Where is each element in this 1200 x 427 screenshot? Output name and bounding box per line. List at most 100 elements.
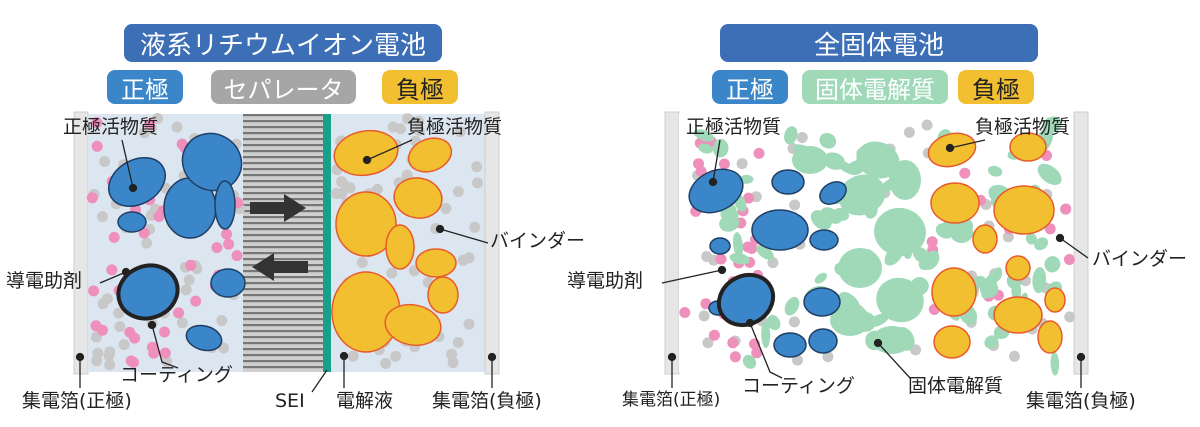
cathode-active-particle <box>214 180 236 230</box>
binder-particle <box>402 113 414 125</box>
cathode-active-particle <box>688 168 744 214</box>
liquid-label-coating: コーティング <box>120 364 233 386</box>
solid-electrolyte-particle <box>819 133 837 149</box>
binder-particle <box>767 257 779 269</box>
conductive-particle <box>148 347 160 359</box>
binder-particle <box>180 284 192 296</box>
solid-electrolyte-particle <box>1032 267 1047 294</box>
solid-electrolyte-particle <box>1044 256 1061 273</box>
sei-layer <box>323 114 331 372</box>
collector-foil-cathode-right <box>664 111 680 375</box>
ion-arrow-left <box>252 253 308 281</box>
liquid-label-collector-cathode: 集電箔(正極) <box>22 390 132 412</box>
conductive-particle <box>91 117 103 129</box>
binder-particle <box>413 115 425 127</box>
conductive-particle <box>959 167 971 179</box>
solid-electrolyte-particle <box>742 354 757 369</box>
anode-active-particle <box>333 129 399 177</box>
solid-electrolyte-particle <box>784 296 800 316</box>
binder-particle <box>413 124 425 136</box>
anode-active-particle <box>1005 255 1031 281</box>
anode-active-particle <box>393 177 443 219</box>
liquid-tag-separator: セパレータ <box>211 70 356 104</box>
anode-active-particle <box>993 185 1055 235</box>
binder-particle <box>183 274 195 286</box>
binder-particle <box>336 188 348 200</box>
solid-electrolyte-particle <box>784 126 798 145</box>
binder-particle <box>99 156 111 167</box>
binder-particle <box>463 318 475 330</box>
anode-active-particle <box>972 224 998 254</box>
solid-electrolyte-particle <box>1050 351 1060 376</box>
solid-electrolyte-particle <box>792 146 828 174</box>
binder-particle <box>152 113 164 124</box>
liquid-tag-cathode: 正極 <box>107 70 183 104</box>
separator-block <box>243 114 323 372</box>
binder-particle <box>347 350 359 362</box>
cathode-active-particle <box>117 211 147 233</box>
solid-label-binder: バインダー <box>1092 248 1188 270</box>
anode-active-particle <box>385 224 415 270</box>
conductive-particle <box>223 238 235 250</box>
binder-particle <box>452 186 464 198</box>
binder-particle <box>114 321 126 332</box>
anode-active-particle <box>335 191 397 257</box>
conductive-particle <box>729 351 741 363</box>
solid-particles <box>679 116 1076 376</box>
conductive-particle <box>108 231 120 243</box>
liquid-label-anode-active: 負極活物質 <box>407 116 503 138</box>
conductive-particle <box>231 250 243 262</box>
anode-active-particle <box>407 137 453 173</box>
conductive-particle <box>1063 254 1075 265</box>
binder-particle <box>1002 231 1014 243</box>
binder-particle <box>452 337 464 348</box>
conductive-particle <box>715 253 727 265</box>
liquid-label-binder: バインダー <box>490 230 586 252</box>
liquid-particles <box>86 113 483 371</box>
conductive-particle <box>153 211 165 222</box>
binder-particle <box>1064 311 1076 323</box>
binder-particle <box>789 199 801 211</box>
cathode-active-particle <box>773 332 807 358</box>
anode-active-particle <box>930 182 980 224</box>
solid-electrolyte-particle <box>987 165 1003 177</box>
cathode-active-particle <box>819 181 847 205</box>
binder-particle <box>141 237 153 249</box>
cathode-active-particle <box>108 157 166 207</box>
solid-label-conductive: 導電助剤 <box>567 270 644 292</box>
solid-label-anode-active: 負極活物質 <box>975 116 1071 138</box>
collector-foil-anode-right <box>1073 111 1089 375</box>
solid-electrolyte-particle <box>889 160 921 200</box>
conductive-particle <box>106 264 118 276</box>
conductive-particle <box>727 337 739 349</box>
solid-battery-title: 全固体電池 <box>720 24 1038 62</box>
binder-particle <box>702 337 714 349</box>
solid-electrolyte-particle <box>838 248 882 288</box>
binder-particle <box>113 307 125 319</box>
solid-electrolyte-particle <box>838 174 886 216</box>
binder-particle <box>104 359 116 371</box>
solid-label-coating: コーティング <box>742 375 855 397</box>
liquid-label-collector-anode: 集電箔(負極) <box>432 390 542 412</box>
conductive-particle <box>159 326 170 338</box>
binder-particle <box>447 357 459 369</box>
conductive-particle <box>144 118 156 130</box>
solid-electrolyte-particle <box>814 272 827 284</box>
coated-cathode-particle <box>716 272 776 328</box>
binder-particle <box>471 161 483 173</box>
solid-label-solid-electrolyte: 固体電解質 <box>908 375 1004 397</box>
binder-particle <box>118 339 130 351</box>
binder-particle <box>97 211 108 223</box>
binder-particle <box>390 350 402 362</box>
solid-electrolyte-particle <box>874 207 926 257</box>
cathode-active-particle <box>809 229 839 251</box>
binder-particle <box>176 317 188 329</box>
liquid-label-electrolyte: 電解液 <box>336 390 394 412</box>
solid-electrolyte-particle <box>712 138 729 158</box>
conductive-particle <box>185 259 197 271</box>
conductive-particle <box>190 295 202 307</box>
solid-tag-cathode: 正極 <box>712 70 788 104</box>
solid-leader-lines <box>661 139 1089 388</box>
